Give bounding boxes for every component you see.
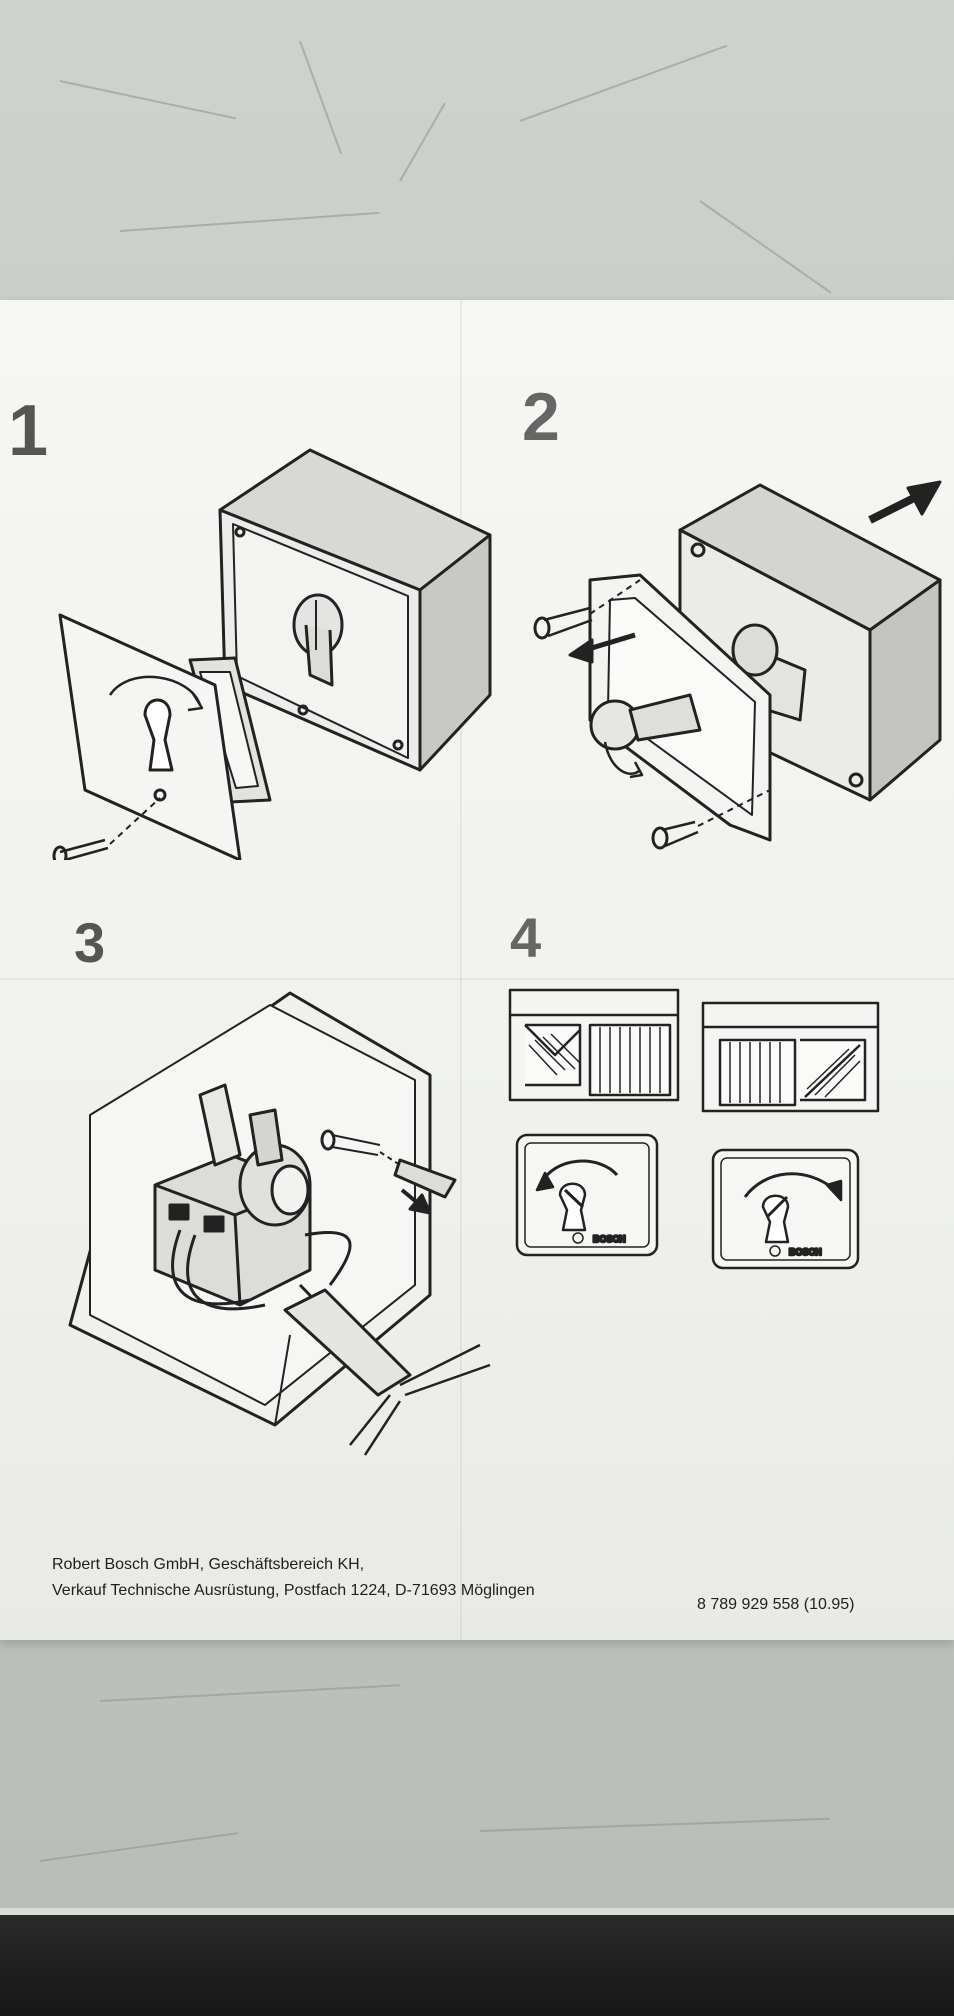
bosch-logo-right: BOSCH (789, 1247, 822, 1257)
surface-scratch (699, 200, 832, 294)
surface-scratch (399, 102, 446, 182)
figure-step-1-cover-plate-assembly (52, 448, 492, 860)
surface-scratch (39, 1832, 239, 1862)
figure-step-2-housing-removal (533, 480, 942, 850)
step-number-4: 4 (510, 906, 542, 969)
bosch-logo-left: BOSCH (593, 1234, 626, 1244)
floor-dark (0, 1915, 954, 2016)
step-number-1: 1 (8, 391, 49, 471)
sheet-fold-vertical (460, 300, 462, 1640)
footer-part-number: 8 789 929 558 (10.95) (697, 1596, 855, 1613)
step-number-2: 2 (522, 379, 560, 455)
figure-step-3-wiring (68, 991, 491, 1456)
surface-scratch (99, 1684, 400, 1702)
surface-scratch (59, 80, 237, 120)
figure-step-4-operation: BOSCH BOSCH (508, 988, 880, 1270)
surface-scratch (299, 40, 342, 155)
footer-address-line: Verkauf Technische Ausrüstung, Postfach … (52, 1582, 535, 1599)
surface-scratch (519, 44, 728, 122)
surface-scratch (119, 211, 380, 232)
floor-strip (0, 1908, 954, 1918)
sheet-fold-horizontal (0, 978, 954, 980)
footer-company-line: Robert Bosch GmbH, Geschäftsbereich KH, (52, 1556, 365, 1573)
surface-scratch (479, 1817, 830, 1832)
step-number-3: 3 (74, 911, 106, 974)
